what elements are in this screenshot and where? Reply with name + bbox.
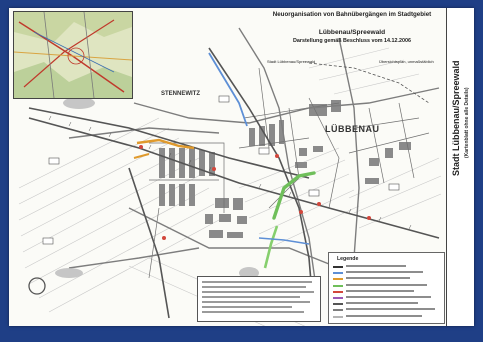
legend-item (333, 314, 441, 319)
district-boundary (308, 62, 430, 104)
legend-text-line (346, 277, 410, 280)
legend-swatch (333, 290, 343, 293)
side-subtitle: (Kartenblatt ohne alle Details) (464, 87, 470, 158)
legend-text-line (346, 314, 422, 317)
legend-text-line (346, 308, 435, 311)
inset-drawing (14, 12, 132, 98)
field-pattern (18, 47, 442, 326)
title-line-6: Übersichtsplan, unmaßstäblich (379, 59, 434, 64)
blue-route (208, 52, 248, 127)
green-route (272, 171, 316, 220)
legend-swatch (333, 309, 343, 312)
legend-text-line (346, 283, 427, 286)
legend-item (333, 308, 441, 312)
legend-title: Legende (337, 256, 359, 262)
map-drawing (18, 27, 442, 326)
legend-swatch (333, 272, 343, 275)
place-label-north: STENNEWITZ (161, 91, 200, 97)
orange-route-2 (133, 153, 150, 159)
legend-item (333, 283, 441, 288)
legend-swatch (333, 266, 343, 268)
map-sheet: Neuorganisation von Bahnübergängen im St… (9, 8, 474, 326)
legend-text-line (346, 271, 423, 274)
note-line (202, 301, 310, 303)
note-line (202, 286, 306, 288)
legend-text-line (346, 302, 418, 305)
blue-route-2 (258, 237, 310, 245)
side-title: Stadt Lübbenau/Spreewald (451, 60, 461, 176)
note-line (202, 281, 312, 283)
main-roads (68, 27, 440, 309)
title-line-2: Lübbenau/Spreewald (318, 29, 386, 36)
title-line-5: Stadt Lübbenau/Spreewald (267, 59, 316, 64)
legend-item (333, 302, 441, 306)
note-box (197, 276, 321, 322)
crossing-markers (139, 145, 371, 240)
place-label-center: LÜBBENAU (325, 124, 380, 134)
numbered-markers (42, 95, 400, 245)
legend-box: Legende (328, 252, 445, 324)
legend-swatch (333, 284, 343, 287)
legend-text-line (346, 265, 406, 267)
title-block: Neuorganisation von Bahnübergängen im St… (267, 11, 437, 74)
legend-item (333, 296, 441, 300)
legend-swatch (333, 278, 343, 281)
side-title-strip: Stadt Lübbenau/Spreewald (Kartenblatt oh… (446, 8, 474, 326)
legend-swatch (333, 303, 343, 306)
note-line (202, 306, 292, 308)
title-line-1: Neuorganisation von Bahnübergängen im St… (272, 11, 432, 18)
legend-swatch (333, 297, 343, 299)
legend-item (333, 277, 441, 281)
orange-route (136, 138, 195, 150)
legend-swatch (333, 315, 343, 318)
note-line (202, 291, 314, 293)
legend-text-line (346, 289, 414, 292)
note-line (202, 296, 300, 298)
note-line (202, 311, 304, 313)
legend-item (333, 271, 441, 275)
legend-text-line (346, 296, 431, 298)
legend-item (333, 289, 441, 294)
legend-item (333, 265, 441, 269)
overview-inset-map (13, 11, 133, 99)
green-route-2 (263, 225, 279, 269)
roundabout (28, 277, 46, 295)
title-line-3: Darstellung gemäß Beschluss vom 14.12.20… (292, 38, 412, 44)
railway-ties (48, 115, 412, 230)
